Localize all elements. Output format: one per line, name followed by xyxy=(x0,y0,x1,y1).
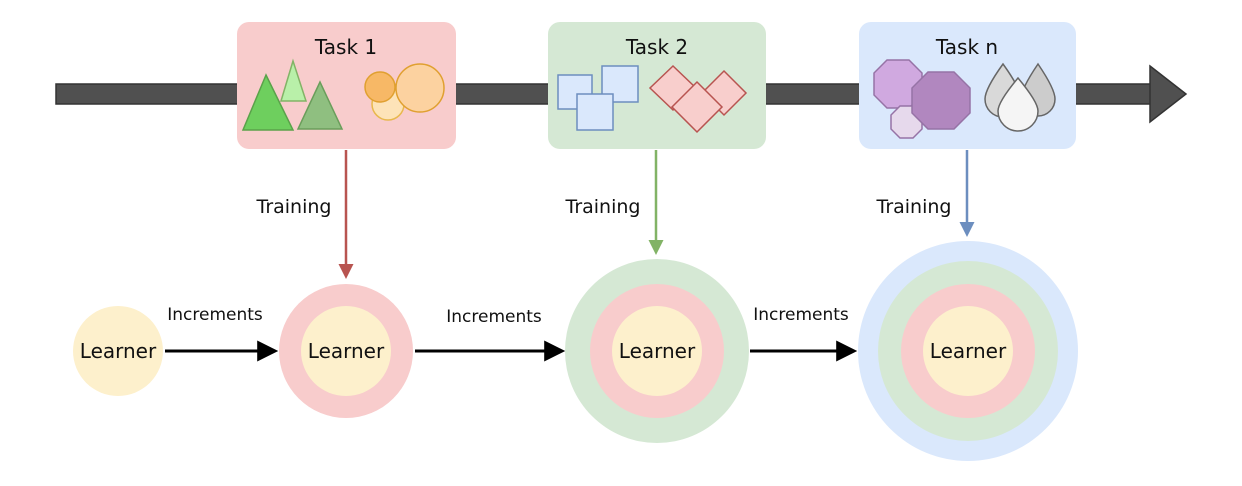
increments-label: Increments xyxy=(167,305,263,325)
droplet-shapes-icon xyxy=(984,62,1056,132)
learner-after-task-n: Learner xyxy=(858,241,1078,461)
learner-label: Learner xyxy=(619,339,696,363)
learner-label: Learner xyxy=(308,339,385,363)
square-shapes-icon xyxy=(557,65,639,131)
diamond-shapes-icon xyxy=(648,64,748,134)
octagon-shapes-icon xyxy=(873,59,971,139)
learner-after-task-1: Learner xyxy=(279,284,413,418)
task-box-n: Task n xyxy=(859,22,1076,149)
increments-label: Increments xyxy=(446,307,542,327)
learner-label: Learner xyxy=(80,339,157,363)
circle-shapes-icon xyxy=(364,63,445,121)
training-label: Training xyxy=(876,196,952,218)
learner-initial: Learner xyxy=(73,306,163,396)
task-title: Task 1 xyxy=(314,35,377,59)
training-label: Training xyxy=(565,196,641,218)
task-box-2: Task 2 xyxy=(548,22,766,149)
task-box-1: Task 1 xyxy=(237,22,456,149)
task-title: Task 2 xyxy=(625,35,688,59)
triangle-shapes-icon xyxy=(241,58,344,131)
task-title: Task n xyxy=(935,35,998,59)
learner-label: Learner xyxy=(930,339,1007,363)
learner-after-task-2: Learner xyxy=(565,259,749,443)
increments-label: Increments xyxy=(753,305,849,325)
training-label: Training xyxy=(256,196,332,218)
